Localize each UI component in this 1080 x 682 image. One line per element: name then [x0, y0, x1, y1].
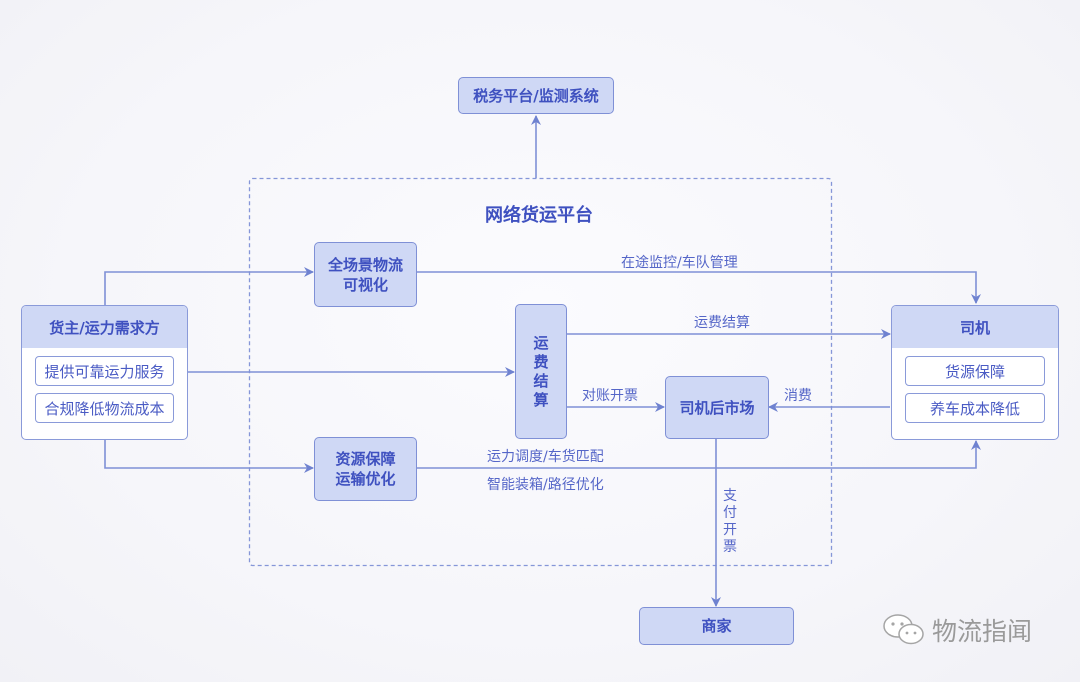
- driver-item: 养车成本降低: [905, 393, 1045, 423]
- tax-monitoring-system-label: 税务平台/监测系统: [473, 86, 599, 105]
- edge-resource-to-driver: [416, 440, 981, 469]
- visualization-label-line1: 全场景物流: [327, 255, 403, 274]
- driver-group[interactable]: 司机 货源保障 养车成本降低: [891, 305, 1059, 440]
- edge-label-consume: 消费: [784, 388, 812, 404]
- edge-label-pay-invoice: 支付开票: [723, 488, 737, 555]
- freight-settlement-node[interactable]: 运费结算: [515, 304, 567, 439]
- edge-label-reconcile: 对账开票: [582, 388, 638, 404]
- driver-title: 司机: [892, 306, 1058, 348]
- edge-visualization-to-driver: [416, 271, 981, 304]
- shipper-item: 提供可靠运力服务: [35, 356, 174, 386]
- visualization-node[interactable]: 全场景物流 可视化: [314, 242, 417, 307]
- driver-aftermarket-node[interactable]: 司机后市场: [665, 376, 769, 439]
- driver-item: 货源保障: [905, 356, 1045, 386]
- merchant-node[interactable]: 商家: [639, 607, 794, 645]
- edge-label-settlement: 运费结算: [694, 315, 750, 331]
- watermark: 物流指闻: [882, 612, 1032, 648]
- resource-label-line1: 资源保障: [335, 450, 396, 468]
- driver-aftermarket-label: 司机后市场: [679, 398, 755, 417]
- edge-shipper-to-visualization: [104, 267, 314, 305]
- shipper-item: 合规降低物流成本: [35, 393, 174, 423]
- edge-label-monitoring: 在途监控/车队管理: [621, 255, 738, 271]
- wechat-icon: [883, 614, 924, 645]
- watermark-text: 物流指闻: [932, 617, 1033, 646]
- freight-settlement-label: 运费结算: [533, 333, 549, 409]
- visualization-label-line2: 可视化: [342, 275, 388, 294]
- edge-label-dispatch: 运力调度/车货匹配: [487, 449, 604, 465]
- platform-title: 网络货运平台: [485, 205, 593, 226]
- shipper-group[interactable]: 货主/运力需求方 提供可靠运力服务 合规降低物流成本: [21, 305, 188, 440]
- resource-optimization-node[interactable]: 资源保障 运输优化: [314, 437, 417, 501]
- edge-shipper-to-resource: [104, 440, 314, 473]
- shipper-title: 货主/运力需求方: [22, 306, 187, 348]
- resource-label-line2: 运输优化: [335, 470, 396, 488]
- merchant-label: 商家: [701, 617, 732, 635]
- edge-label-packing: 智能装箱/路径优化: [487, 477, 604, 493]
- tax-monitoring-system-node[interactable]: 税务平台/监测系统: [458, 77, 614, 114]
